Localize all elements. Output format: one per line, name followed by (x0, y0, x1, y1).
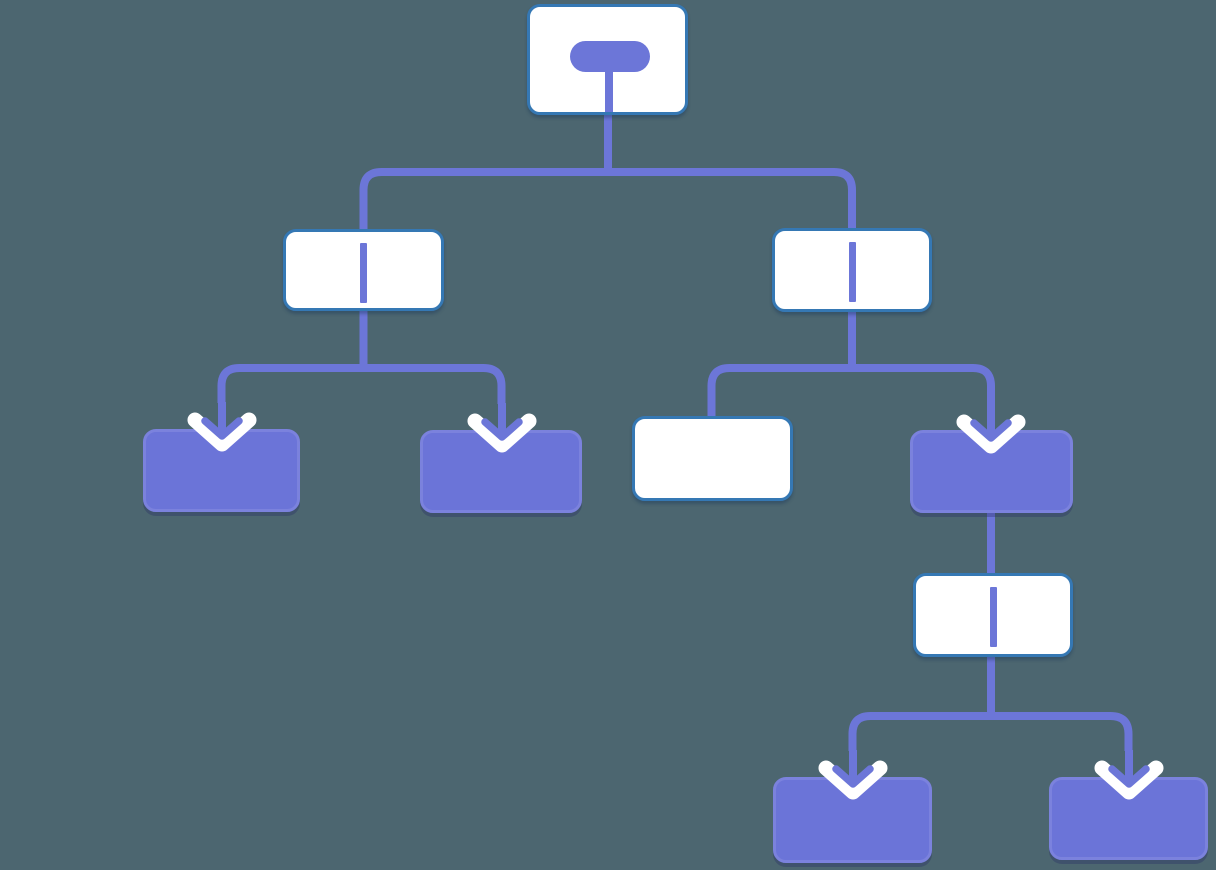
chevrons-down-icon (467, 403, 536, 453)
chevrons-down-icon (1094, 750, 1163, 800)
node-right-child-plain[interactable] (632, 416, 793, 501)
node-branch-left[interactable] (283, 229, 444, 311)
vertical-divider-icon (989, 587, 997, 647)
node-branch-right[interactable] (772, 228, 932, 312)
node-root[interactable] (527, 4, 688, 115)
pill-stem-icon (605, 69, 613, 112)
vertical-divider-icon (848, 242, 856, 302)
vertical-divider-icon (360, 243, 367, 303)
chevrons-down-icon (818, 750, 887, 800)
node-branch-right-sub[interactable] (913, 573, 1073, 657)
edge-right-split (707, 364, 995, 417)
edge-left-split (217, 364, 506, 404)
pill-icon (570, 41, 650, 72)
edge-root-split (359, 168, 856, 230)
chevrons-down-icon (187, 402, 256, 452)
chevrons-down-icon (956, 404, 1026, 454)
edge-bottom-split (848, 712, 1133, 751)
